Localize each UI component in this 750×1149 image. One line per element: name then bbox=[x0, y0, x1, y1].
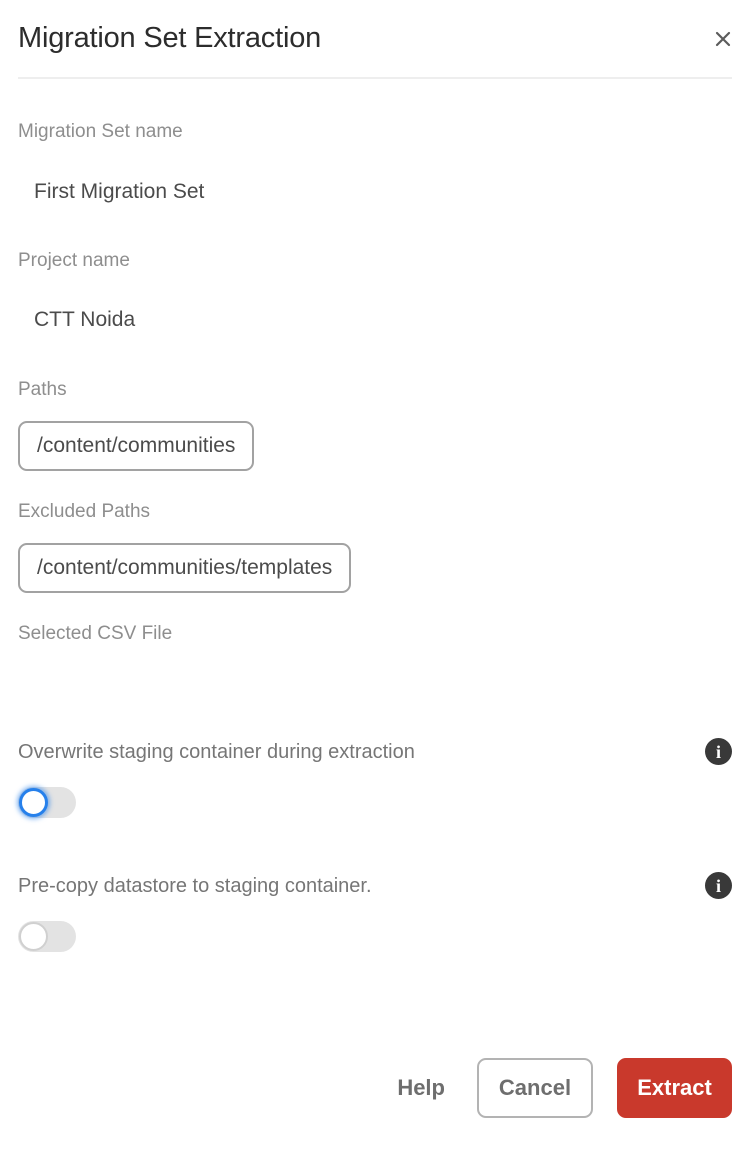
toggle-knob bbox=[19, 788, 48, 817]
path-chip[interactable]: /content/communities bbox=[18, 421, 255, 471]
cancel-button[interactable]: Cancel bbox=[477, 1058, 593, 1118]
close-button[interactable] bbox=[706, 22, 740, 56]
toggle-knob bbox=[19, 922, 48, 951]
selected-csv-file-label: Selected CSV File bbox=[18, 623, 173, 644]
overwrite-staging-container-setting: Overwrite staging container during extra… bbox=[18, 670, 732, 818]
field-paths: Paths /content/communities bbox=[18, 334, 732, 471]
header-divider bbox=[18, 77, 732, 79]
field-migration-set-name: Migration Set name First Migration Set bbox=[18, 79, 732, 206]
field-selected-csv-file: Selected CSV File bbox=[18, 593, 732, 670]
dialog-footer: Help Cancel Extract bbox=[18, 1058, 732, 1118]
info-icon[interactable]: i bbox=[705, 738, 732, 765]
precopy-datastore-toggle[interactable] bbox=[18, 921, 76, 952]
overwrite-staging-container-label: Overwrite staging container during extra… bbox=[18, 740, 415, 763]
project-name-value: CTT Noida bbox=[34, 308, 136, 331]
excluded-paths-label: Excluded Paths bbox=[18, 501, 151, 522]
migration-set-name-value: First Migration Set bbox=[34, 180, 205, 203]
excluded-path-chip[interactable]: /content/communities/templates bbox=[18, 543, 352, 593]
help-button[interactable]: Help bbox=[389, 1058, 453, 1118]
paths-chip-list: /content/communities bbox=[18, 421, 732, 471]
excluded-paths-chip-list: /content/communities/templates bbox=[18, 543, 732, 593]
precopy-datastore-setting: Pre-copy datastore to staging container.… bbox=[18, 818, 732, 952]
selected-csv-file-value bbox=[18, 646, 732, 670]
project-name-label: Project name bbox=[18, 250, 130, 271]
field-excluded-paths: Excluded Paths /content/communities/temp… bbox=[18, 471, 732, 593]
precopy-datastore-label: Pre-copy datastore to staging container. bbox=[18, 874, 372, 897]
info-icon[interactable]: i bbox=[705, 872, 732, 899]
close-icon bbox=[713, 29, 733, 49]
page-title: Migration Set Extraction bbox=[18, 22, 322, 54]
dialog-body: Migration Set name First Migration Set P… bbox=[0, 79, 750, 1039]
extract-button[interactable]: Extract bbox=[617, 1058, 732, 1118]
overwrite-staging-container-row: Overwrite staging container during extra… bbox=[18, 738, 732, 765]
migration-set-name-label: Migration Set name bbox=[18, 121, 183, 142]
dialog-header: Migration Set Extraction bbox=[0, 0, 750, 79]
precopy-datastore-row: Pre-copy datastore to staging container.… bbox=[18, 872, 732, 899]
paths-label: Paths bbox=[18, 379, 67, 400]
field-project-name: Project name CTT Noida bbox=[18, 206, 732, 334]
overwrite-staging-container-toggle[interactable] bbox=[18, 787, 76, 818]
